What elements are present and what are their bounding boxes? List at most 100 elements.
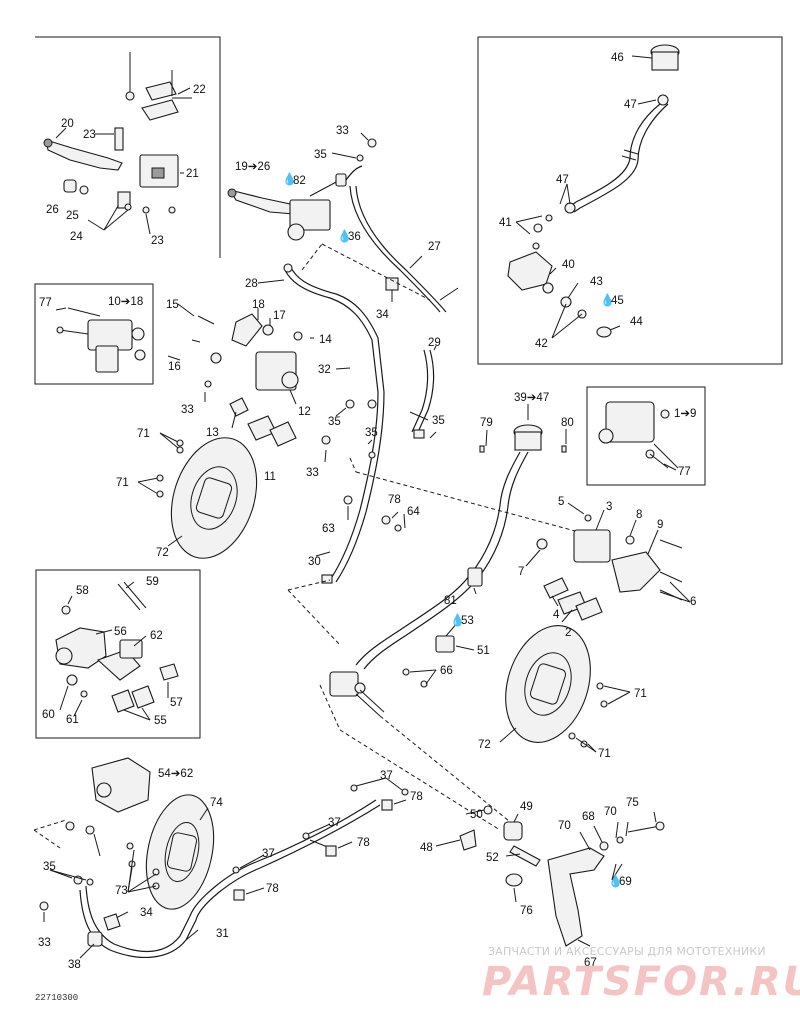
callout-76: 76 [520,905,533,917]
diagram-code: 22710300 [35,993,78,1003]
callout-43: 43 [590,276,603,288]
callout-71a: 71 [137,428,150,440]
callout-40: 40 [562,259,575,271]
callout-78d: 78 [266,883,279,895]
callout-36: 36 [348,231,361,243]
callout-37c: 37 [262,848,275,860]
callout-71d: 71 [598,748,611,760]
callout-30: 30 [308,556,321,568]
callout-8: 8 [636,509,642,521]
callout-78b: 78 [410,791,423,803]
callout-4: 4 [553,609,560,621]
callout-13: 13 [206,427,219,439]
drop-icon-69: 💧 [608,874,623,888]
callout-72b: 72 [478,739,491,751]
drop-icon-36: 💧 [337,229,352,243]
detail-frame-caliper-10-18 [34,283,154,385]
watermark-tagline: ЗАПЧАСТИ И АКСЕССУАРЫ ДЛЯ МОТОТЕХНИКИ [488,945,766,958]
reservoir-assembly [507,44,680,338]
callout-38: 38 [68,959,81,971]
callout-74: 74 [210,797,223,809]
callout-22: 22 [193,84,206,96]
callout-61: 61 [66,714,79,726]
callout-37b: 37 [328,817,341,829]
caliper-55-62-assembly [55,581,179,713]
callout-69: 69 [619,876,632,888]
callout-35d: 35 [365,427,378,439]
drop-icon-45: 💧 [600,293,615,307]
callout-27: 27 [428,241,441,253]
callout-49: 49 [520,801,533,813]
callout-78c: 78 [357,837,370,849]
callout-14: 14 [319,334,332,346]
callout-23b: 23 [151,235,164,247]
callout-47a: 47 [624,99,637,111]
callout-82: 82 [293,175,306,187]
callout-48: 48 [420,842,433,854]
callout-45: 45 [611,295,624,307]
callout-71c: 71 [634,688,647,700]
callout-79: 79 [480,417,493,429]
callout-35b: 35 [328,416,341,428]
callout-72a: 72 [156,547,169,559]
callout-range-54-62: 54➔62 [158,768,193,780]
callout-34a: 34 [376,309,389,321]
callout-7: 7 [518,566,524,578]
callout-59: 59 [146,576,159,588]
caliper-10-18-assembly [56,307,146,373]
callout-57: 57 [170,697,183,709]
callout-42: 42 [535,338,548,350]
callout-53: 53 [461,615,474,627]
handlebar-master-cylinder-19-26 [227,173,347,241]
callout-77a: 77 [39,297,52,309]
callout-35a: 35 [314,149,327,161]
callout-46: 46 [611,52,624,64]
callout-3: 3 [606,501,612,513]
callout-47b: 47 [556,174,569,186]
callout-80: 80 [561,417,574,429]
drop-icon-53: 💧 [450,613,465,627]
brake-distribution-block [329,567,483,717]
front-right-caliper-assembly [355,424,683,670]
front-left-brake-disc [170,437,258,559]
callout-29: 29 [428,337,441,349]
callout-25: 25 [66,210,79,222]
callout-6: 6 [690,596,696,608]
callout-60: 60 [42,709,55,721]
callout-55: 55 [154,715,167,727]
callout-9: 9 [657,519,663,531]
callout-2: 2 [565,627,571,639]
callout-32: 32 [318,364,331,376]
callout-50: 50 [470,809,483,821]
lever-master-cylinder-assembly [43,52,179,214]
detail-frame-caliper-1-9 [586,386,706,486]
callout-33d: 33 [38,937,51,949]
callout-20: 20 [61,118,74,130]
callout-63: 63 [322,523,335,535]
callout-62: 62 [150,630,163,642]
callout-34b: 34 [140,907,153,919]
callout-12: 12 [298,406,311,418]
front-right-brake-disc [505,625,608,748]
callout-17: 17 [273,310,286,322]
detail-frame-reservoir [477,36,783,365]
callout-18: 18 [252,299,265,311]
callout-75: 75 [626,797,639,809]
callout-28: 28 [245,278,258,290]
callout-35e: 35 [43,861,56,873]
callout-15: 15 [166,299,179,311]
rear-caliper-assembly [65,757,215,910]
callout-71b: 71 [116,477,129,489]
callout-21: 21 [186,168,199,180]
detail-frame-master-cylinder-left [35,36,221,258]
callout-23a: 23 [83,129,96,141]
front-left-caliper-assembly [191,313,303,447]
callout-44: 44 [630,316,643,328]
caliper-1-9-assembly [598,401,670,469]
callout-73: 73 [115,885,128,897]
callout-77b: 77 [678,466,691,478]
callout-67: 67 [584,957,597,969]
callout-78a: 78 [388,494,401,506]
callout-16: 16 [168,361,181,373]
